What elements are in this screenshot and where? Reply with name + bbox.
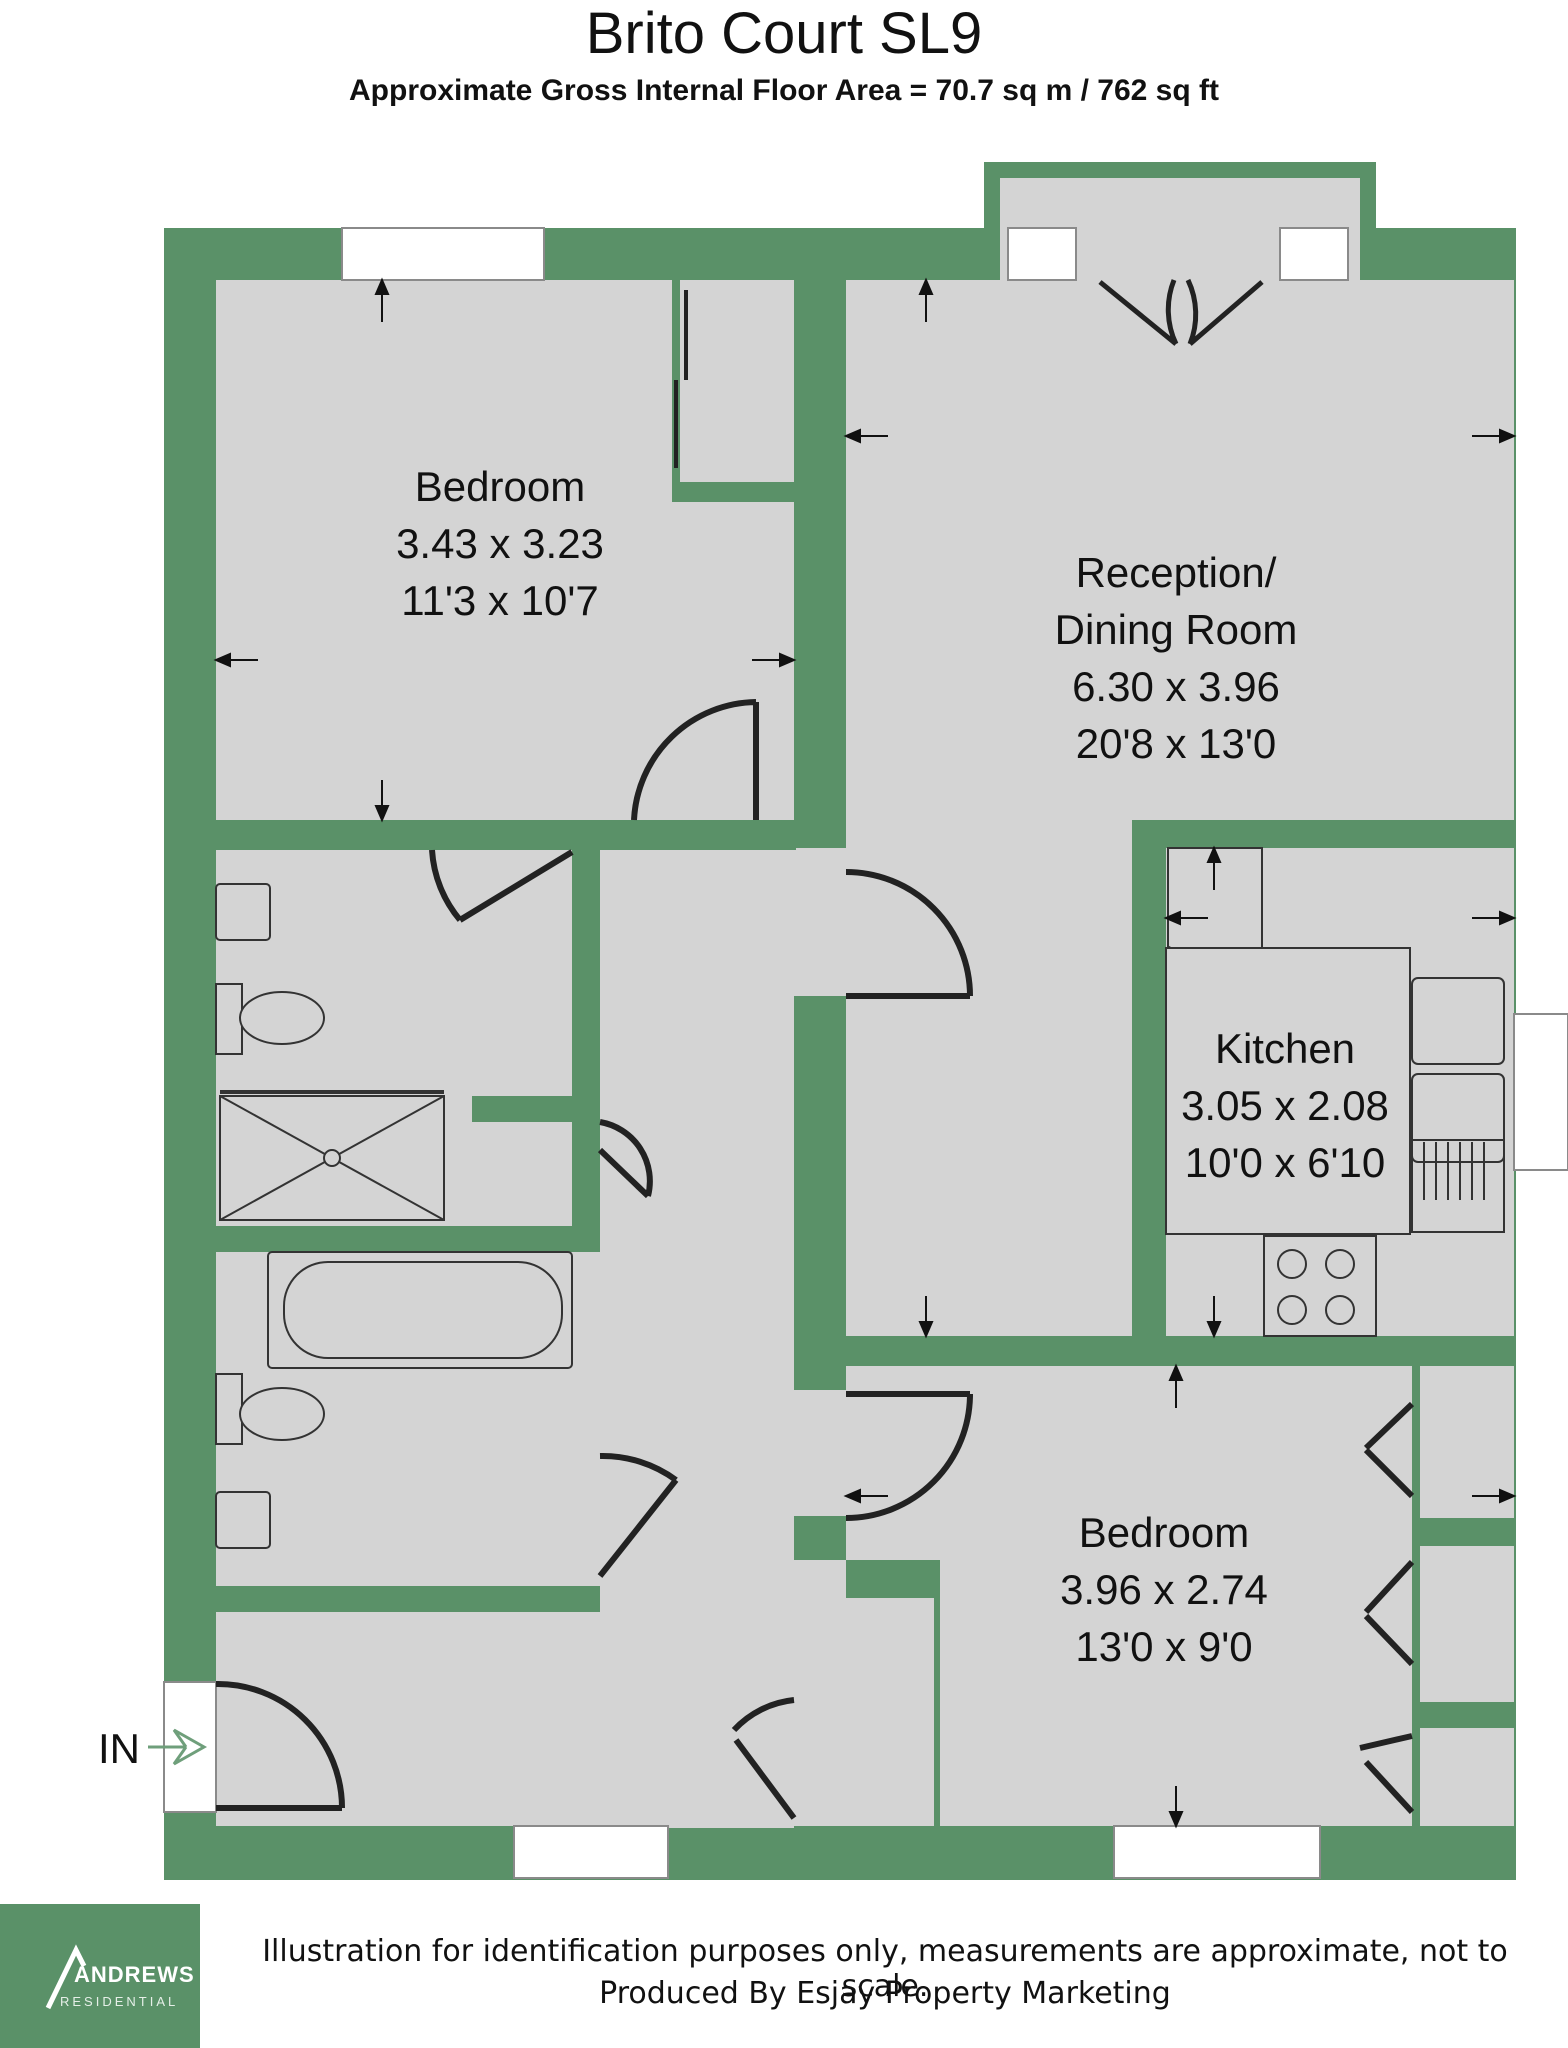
wardrobe-2 [1418, 1546, 1514, 1702]
sink-1 [1411, 977, 1505, 1065]
room-label-kitchen: Kitchen 3.05 x 2.08 10'0 x 6'10 [1140, 1020, 1430, 1191]
window-kitchen [1513, 1013, 1568, 1171]
cupboard-floor [474, 1122, 572, 1218]
room-metric: 3.96 x 2.74 [1060, 1566, 1268, 1613]
footer-producer: Produced By Esjay Property Marketing [599, 1976, 1171, 2011]
door-wardrobe-2a [1363, 1559, 1415, 1615]
bedroom-1-wardrobe [680, 280, 794, 482]
entrance-label: IN [98, 1725, 140, 1772]
wc-cistern-ensuite [215, 983, 243, 1055]
window-bay-left [1007, 227, 1077, 281]
window-bedroom-2 [1113, 1825, 1321, 1879]
door-wardrobe-3a [1359, 1733, 1413, 1751]
logo-mark-icon [45, 1944, 87, 2010]
bedroom-2-floor [846, 1366, 1514, 1596]
room-label-bedroom-2: Bedroom 3.96 x 2.74 13'0 x 9'0 [964, 1504, 1364, 1675]
interior-walls [216, 280, 1514, 1826]
hall-to-bedroom2 [794, 1378, 846, 1516]
entrance-hall-link [572, 1240, 800, 1612]
room-name: Bedroom [1078, 1509, 1250, 1556]
room-imperial: 13'0 x 9'0 [1075, 1623, 1253, 1670]
draining-board [1411, 1139, 1505, 1233]
room-name-line-2: Dining Room [1054, 606, 1298, 653]
door-hall-top [631, 699, 759, 821]
room-imperial: 10'0 x 6'10 [1184, 1139, 1386, 1186]
hob [1263, 1235, 1377, 1337]
wc-cistern-bathroom [215, 1373, 243, 1445]
windows [163, 227, 1568, 1879]
wc-bowl-ensuite [239, 991, 325, 1045]
room-metric: 3.05 x 2.08 [1181, 1082, 1389, 1129]
reception-lower [846, 820, 1132, 1336]
andrews-logo: ANDREWS RESIDENTIAL [0, 1904, 200, 2048]
door-entrance [215, 1680, 345, 1811]
door-store [731, 1697, 797, 1820]
window-bedroom-1 [341, 227, 545, 281]
room-name-line-1: Reception/ [1075, 549, 1277, 596]
window-bay-right [1279, 227, 1349, 281]
kitchen-counter [1165, 947, 1411, 1235]
entrance-floor [216, 1612, 794, 1826]
room-metric: 3.43 x 3.23 [396, 520, 604, 567]
basin-bathroom [215, 1491, 271, 1549]
door-reception [845, 869, 973, 999]
room-label-reception: Reception/ Dining Room 6.30 x 3.96 20'8 … [976, 544, 1376, 772]
door-wardrobe-3b [1363, 1759, 1415, 1815]
plan-title: Brito Court SL9 [585, 1, 983, 66]
reception-floor [846, 280, 1514, 820]
bath-inner [283, 1261, 563, 1359]
door-bay-left [1098, 279, 1179, 346]
store-floor [846, 1598, 934, 1826]
room-name: Kitchen [1214, 1025, 1356, 1072]
room-metric: 6.30 x 3.96 [1072, 663, 1280, 710]
wc-bowl-bathroom [239, 1387, 325, 1441]
logo-name: ANDREWS [74, 1962, 195, 1987]
door-bedroom-2 [845, 1391, 973, 1521]
wardrobe-1 [1418, 1366, 1514, 1518]
room-imperial: 11'3 x 10'7 [401, 577, 599, 624]
floor-area-subtitle: Approximate Gross Internal Floor Area = … [349, 74, 1219, 107]
footer-disclaimer: Illustration for identification purposes… [262, 1934, 1508, 2004]
room-imperial: 20'8 x 13'0 [1075, 720, 1277, 767]
door-wardrobe-1b [1363, 1447, 1415, 1499]
kitchen-fixtures [1165, 847, 1505, 1337]
draining-ribs [1423, 1142, 1485, 1200]
room-name: Bedroom [414, 463, 586, 510]
door-bay-right [1185, 278, 1264, 346]
basin-ensuite [215, 883, 271, 941]
wardrobe-3 [1418, 1728, 1514, 1826]
door-cupboard [597, 1119, 653, 1199]
bathroom-fixtures [215, 883, 573, 1549]
logo-subtitle: RESIDENTIAL [60, 1994, 179, 2009]
measurement-arrows [213, 277, 1517, 1829]
sink-2 [1411, 1073, 1505, 1163]
door-wardrobe-2b [1363, 1613, 1415, 1667]
room-label-bedroom-1: Bedroom 3.43 x 3.23 11'3 x 10'7 [300, 458, 700, 629]
hall-to-reception [794, 848, 846, 996]
store-floor-upper [794, 1560, 846, 1826]
door-bathroom [597, 1452, 679, 1578]
door-bedroom-1 [429, 849, 574, 923]
entry-arrow-icon [148, 1728, 208, 1766]
wardrobe-slide-bedroom-1 [674, 290, 688, 468]
door-wardrobe-1a [1363, 1401, 1415, 1451]
window-entrance [513, 1825, 669, 1879]
